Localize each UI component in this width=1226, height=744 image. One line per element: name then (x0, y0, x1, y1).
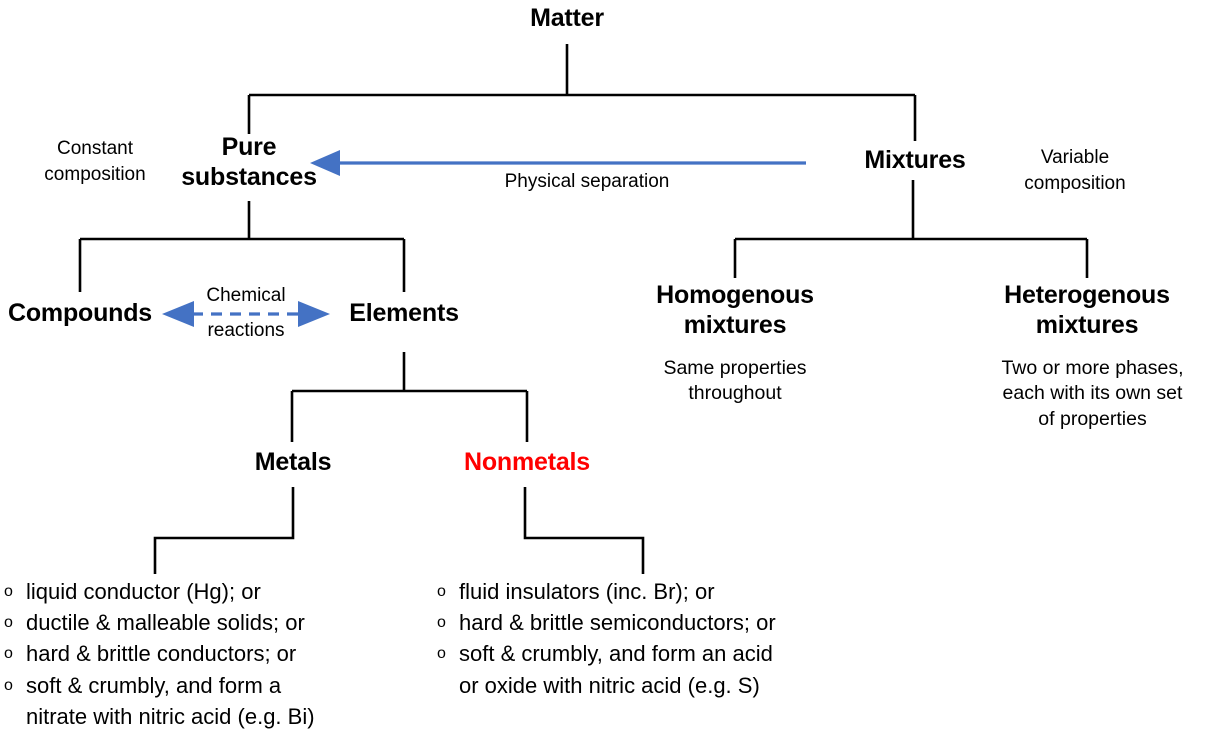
node-heterogenous-mixtures: Heterogenous mixtures (1004, 281, 1170, 339)
label-chemical-reactions-bottom: reactions (207, 320, 285, 341)
node-nonmetals: Nonmetals (463, 448, 590, 476)
bullet-circle-icon: o (4, 583, 13, 600)
nonmetals-list-item-text: soft & crumbly, and form an acid or oxid… (459, 641, 773, 698)
chemical-reactions-arrow (162, 301, 330, 327)
bullet-circle-icon: o (4, 645, 13, 663)
label-chemical-reactions-top: Chemical (206, 285, 286, 306)
node-pure-substances: Pure substances (181, 133, 317, 191)
note-homogenous-description: Same properties throughout (663, 357, 807, 405)
bullet-circle-icon: o (437, 614, 446, 632)
nonmetals-list-item: o hard & brittle semiconductors; or (437, 607, 867, 638)
nonmetals-list-item-text: fluid insulators (inc. Br); or (459, 579, 715, 604)
note-constant-composition: Constant composition (44, 138, 146, 185)
bullet-circle-icon: o (4, 676, 13, 694)
label-physical-separation: Physical separation (504, 171, 670, 192)
metals-list-item-text: soft & crumbly, and form a nitrate with … (26, 672, 315, 729)
metals-list-item-text: liquid conductor (Hg); or (26, 579, 261, 604)
nonmetals-list-item: o soft & crumbly, and form an acid or oxi… (437, 638, 867, 700)
edge-nonmetals-to-list (523, 487, 645, 574)
node-compounds: Compounds (7, 299, 152, 327)
nonmetals-property-list: o fluid insulators (inc. Br); or o hard & b… (437, 576, 867, 701)
metals-property-list: o liquid conductor (Hg); or o ductile & mal… (4, 576, 424, 732)
node-mixtures: Mixtures (864, 146, 966, 174)
nonmetals-list-item: o fluid insulators (inc. Br); or (437, 576, 867, 607)
bullet-circle-icon: o (437, 645, 446, 663)
metals-list-item-text: ductile & malleable solids; or (26, 610, 305, 636)
bullet-circle-icon: o (437, 583, 446, 600)
physical-separation-arrow (310, 150, 806, 176)
nonmetals-list-item-text: hard & brittle semiconductors; or (459, 610, 776, 636)
node-matter: Matter (530, 4, 604, 32)
metals-list-item: o ductile & malleable solids; or (4, 607, 424, 638)
bullet-circle-icon: o (4, 614, 13, 632)
note-heterogenous-description: Two or more phases, each with its own se… (1001, 357, 1184, 430)
node-homogenous-mixtures: Homogenous mixtures (656, 281, 814, 339)
node-elements: Elements (349, 299, 459, 327)
note-variable-composition: Variable composition (1024, 147, 1126, 194)
metals-list-item: o liquid conductor (Hg); or (4, 576, 424, 607)
metals-list-item: o soft & crumbly, and form a nitrate with… (4, 670, 424, 732)
edge-metals-to-list (153, 487, 295, 574)
metals-list-item-text: hard & brittle conductors; or (26, 641, 297, 667)
node-metals: Metals (254, 448, 332, 476)
metals-list-item: o hard & brittle conductors; or (4, 638, 424, 669)
